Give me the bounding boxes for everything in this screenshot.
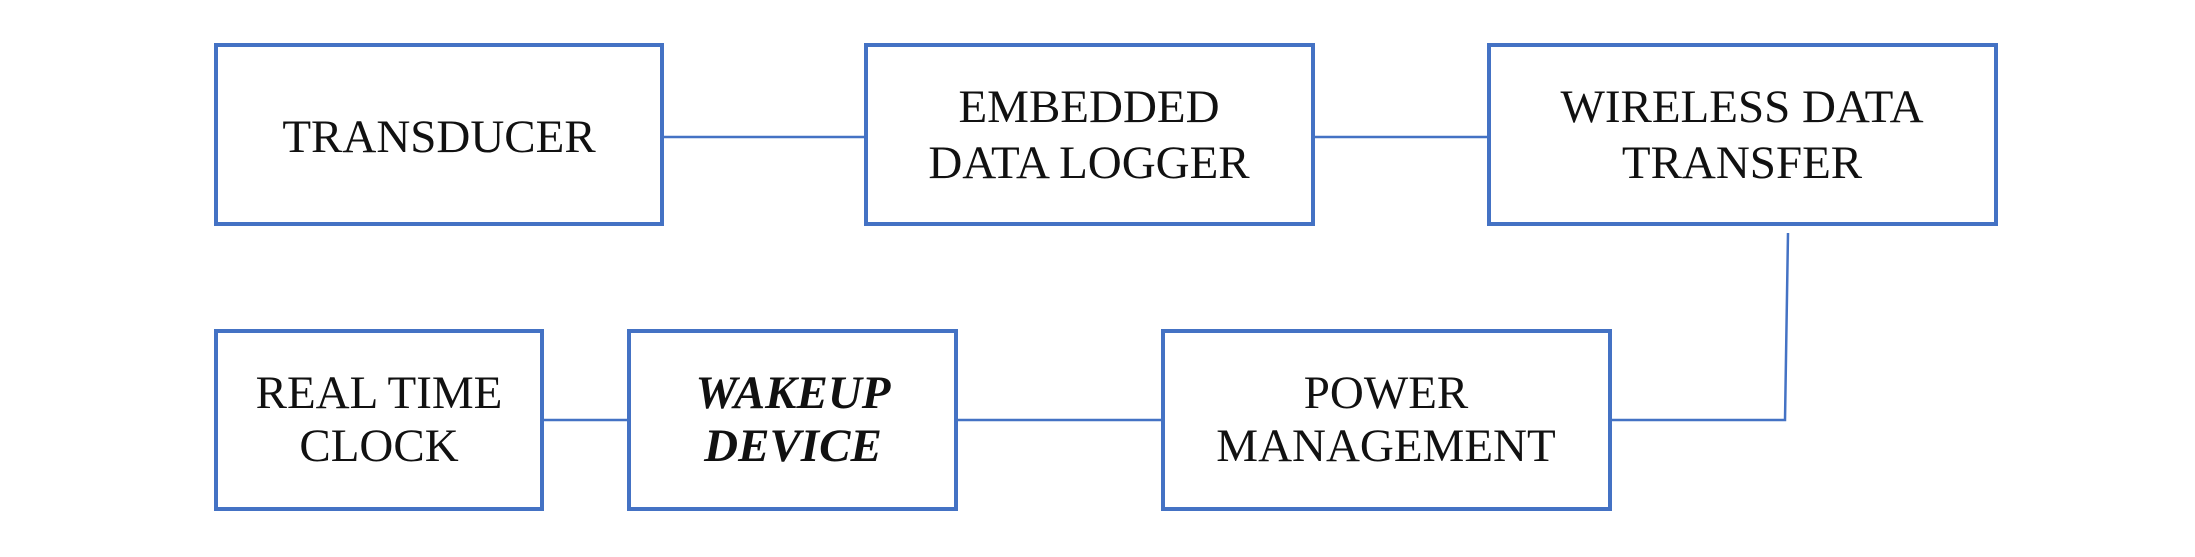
wireless-data-transfer-label-line-2: TRANSFER <box>1622 137 1863 189</box>
svg-text:TRANSDUCER: TRANSDUCER <box>282 111 596 163</box>
wireless-data-transfer-label-line-1: WIRELESS DATA <box>1560 81 1923 133</box>
svg-text:POWER: POWER <box>1304 367 1469 419</box>
wireless-data-transfer-box: WIRELESS DATA TRANSFER <box>1487 43 1998 226</box>
svg-text:REAL TIME: REAL TIME <box>256 367 503 419</box>
svg-text:EMBEDDED: EMBEDDED <box>958 81 1219 133</box>
svg-text:CLOCK: CLOCK <box>299 420 458 472</box>
power-management-label-line-1: POWER <box>1304 367 1469 419</box>
wakeup-device-box: WAKEUP DEVICE <box>627 329 958 511</box>
svg-text:DEVICE: DEVICE <box>703 420 882 472</box>
svg-text:WIRELESS DATA: WIRELESS DATA <box>1560 81 1923 133</box>
transducer-label-line-1: TRANSDUCER <box>282 111 596 163</box>
transducer-box: TRANSDUCER <box>214 43 664 226</box>
wakeup-device-label-line-2: DEVICE <box>703 420 882 472</box>
embedded-data-logger-label-line-2: DATA LOGGER <box>928 137 1250 189</box>
real-time-clock-label-line-2: CLOCK <box>299 420 458 472</box>
real-time-clock-label-line-1: REAL TIME <box>256 367 503 419</box>
connector-wireless-to-power <box>1610 232 1790 422</box>
wakeup-device-label-line-1: WAKEUP <box>696 367 892 419</box>
power-management-box: POWER MANAGEMENT <box>1161 329 1612 511</box>
svg-text:WAKEUP: WAKEUP <box>696 367 892 419</box>
svg-text:DATA LOGGER: DATA LOGGER <box>928 137 1250 189</box>
real-time-clock-box: REAL TIME CLOCK <box>214 329 544 511</box>
embedded-data-logger-box: EMBEDDED DATA LOGGER <box>864 43 1315 226</box>
svg-text:TRANSFER: TRANSFER <box>1622 137 1863 189</box>
embedded-data-logger-label-line-1: EMBEDDED <box>958 81 1219 133</box>
power-management-label-line-2: MANAGEMENT <box>1216 420 1555 472</box>
svg-text:MANAGEMENT: MANAGEMENT <box>1216 420 1555 472</box>
